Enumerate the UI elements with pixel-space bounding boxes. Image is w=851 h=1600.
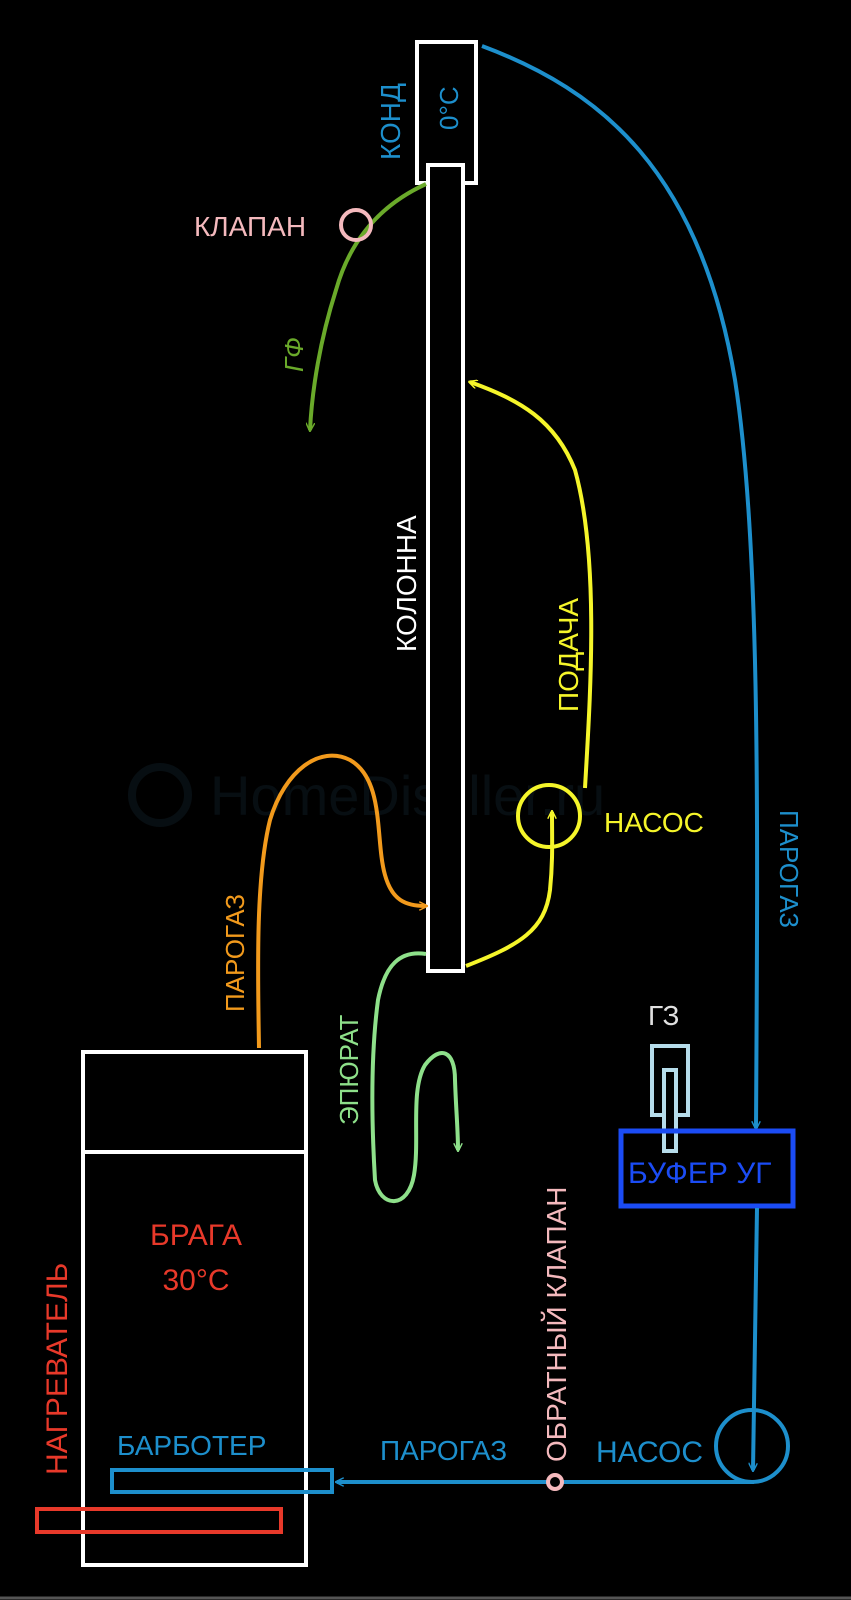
bubbler (110, 1468, 334, 1494)
heads-line (310, 182, 427, 430)
watermark-text: HomeDistiller.ru (210, 764, 605, 827)
gz-label: ГЗ (648, 1000, 679, 1031)
condenser-temp: 0°C (434, 86, 464, 130)
buffer-to-pump-line (753, 1207, 759, 1470)
gz-tube-inner (662, 1068, 678, 1153)
column-to-pump-line (465, 812, 552, 968)
heater (35, 1507, 283, 1534)
bubbler-label: БАРБОТЕР (117, 1430, 266, 1461)
vapor-gas-label-orange: ПАРОГАЗ (220, 894, 250, 1012)
feed-line (470, 382, 594, 789)
mash-label: БРАГА (150, 1219, 242, 1252)
check-valve-icon (546, 1473, 564, 1491)
vapor-gas-label-right: ПАРОГАЗ (774, 810, 804, 928)
buffer (618, 1128, 796, 1209)
bottom-pump-label: НАСОС (596, 1436, 703, 1469)
vapor-line-to-buffer (481, 44, 757, 1128)
epurat-label: ЭПЮРАТ (334, 1014, 364, 1125)
epurat-line (370, 951, 458, 1204)
heater-label: НАГРЕВАТЕЛЬ (41, 1263, 74, 1475)
feed-label: ПОДАЧА (553, 598, 584, 712)
condenser-label: КОНД (375, 83, 406, 160)
heads-label: ГФ (279, 337, 309, 372)
top-pump-label: НАСОС (604, 807, 704, 838)
mash-tank (81, 1050, 308, 1567)
watermark: HomeDistiller.ru (128, 763, 605, 827)
drop-logo-icon (128, 763, 192, 827)
check-valve-label: ОБРАТНЫЙ КЛАПАН (541, 1186, 572, 1462)
vapor-line-to-column (256, 753, 426, 1049)
mash-temp: 30°C (162, 1264, 229, 1297)
valve-label: КЛАПАН (194, 211, 306, 242)
vapor-gas-label-bottom: ПАРОГАЗ (380, 1435, 507, 1466)
buffer-label: БУФЕР УГ (628, 1157, 772, 1190)
column-label: КОЛОННА (391, 515, 422, 652)
valve-icon (339, 208, 373, 242)
column (426, 163, 465, 973)
top-pump-icon (516, 783, 582, 849)
